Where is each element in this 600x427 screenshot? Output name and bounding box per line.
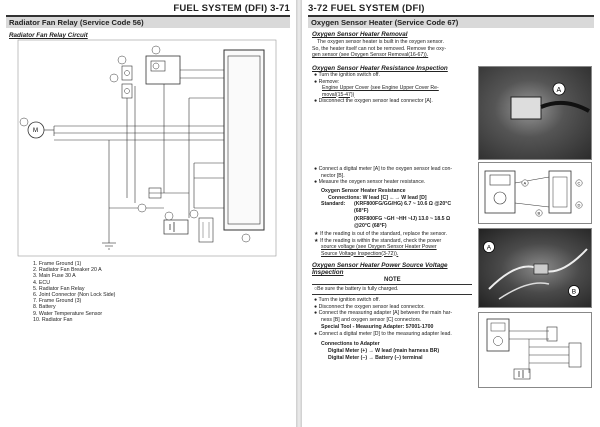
oxygen-sensor-connector-photo: A — [478, 66, 592, 160]
legend-item: 8. Battery — [33, 304, 56, 311]
radiator-fan-symbol: M — [27, 121, 54, 139]
bullet-item: ● Remove: — [314, 78, 340, 85]
header-rule — [6, 15, 290, 17]
legend-item: 3. Main Fuse 30 A — [33, 273, 76, 280]
spec-connections: Connections: W lead [C] ←→ W lead [D] — [328, 194, 427, 201]
bullet-text-cont: ness [B] and oxygen sensor [C] connector… — [321, 316, 422, 323]
cross-reference-link[interactable]: moval(15-47)) — [322, 91, 355, 98]
bullet-text: If the reading is out of the standard, r… — [320, 231, 447, 237]
svg-text:B: B — [572, 289, 576, 296]
bullet-text: Disconnect the oxygen sensor lead connec… — [318, 98, 433, 104]
bullet-item: ● Disconnect the oxygen sensor lead conn… — [314, 303, 425, 310]
cross-reference-link[interactable]: gen sensor (see Oxygen Sensor Removal(16… — [312, 52, 429, 58]
svg-text:A: A — [524, 181, 527, 186]
subsection-title: Oxygen Sensor Heater Removal — [312, 31, 408, 38]
bullet-item: ● Turn the ignition switch off. — [314, 72, 380, 78]
note-rule — [312, 294, 472, 295]
subsection-title: Oxygen Sensor Heater Resistance Inspecti… — [312, 65, 448, 72]
wiring-lines — [53, 69, 224, 218]
bullet-item: ● Measure the oxygen sensor heater resis… — [314, 179, 426, 185]
callout-numbers — [19, 45, 251, 243]
digital-meter-diagram: A B C D — [478, 162, 592, 224]
legend-item: 2. Radiator Fan Breaker 20 A — [33, 267, 102, 274]
note-title: NOTE — [384, 277, 401, 283]
section-title: Oxygen Sensor Heater (Service Code 67) — [308, 17, 594, 28]
legend-item: 6. Joint Connector (Non Lock Side) — [33, 292, 116, 299]
left-page: FUEL SYSTEM (DFI) 3-71 Radiator Fan Rela… — [0, 0, 296, 427]
legend-item: 1. Frame Ground (1) — [33, 261, 82, 267]
cross-reference-link[interactable]: source voltage (see Oxygen Sensor Heater… — [321, 244, 437, 250]
radiator-fan-relay-circuit-diagram: M — [17, 39, 277, 257]
subsection-title: Radiator Fan Relay Circuit — [9, 32, 88, 39]
special-tool: Special Tool - Measuring Adapter: 57001-… — [321, 324, 434, 330]
note-rule — [312, 284, 472, 285]
spec-standard-value: @20°C (68°F) — [354, 222, 387, 229]
legend-item: 5. Radiator Fan Relay — [33, 285, 85, 292]
connection-line: Digital Meter (+) → W lead (main harness… — [328, 348, 440, 354]
legend-list: 1. Frame Ground (1) 2. Radiator Fan Brea… — [33, 261, 115, 323]
paragraph-line: The oxygen sensor heater is built in the… — [317, 39, 444, 45]
bullet-text: Connect the measuring adapter [A] betwee… — [318, 310, 453, 316]
page-header: FUEL SYSTEM (DFI) 3-71 — [173, 3, 290, 14]
bullet-text: Turn the ignition switch off. — [318, 297, 380, 303]
bullet-item: ● Connect a digital meter [D] to the mea… — [314, 331, 452, 337]
subsection-title: Oxygen Sensor Heater Power Source Voltag… — [312, 262, 448, 269]
header-rule — [308, 15, 594, 17]
svg-text:A: A — [487, 245, 492, 252]
subsection-title: Inspection — [312, 269, 344, 276]
ecu-block — [223, 49, 265, 231]
power-source-wiring-diagram — [478, 312, 592, 388]
paragraph-line: So, the heater itself can not be removed… — [312, 45, 447, 52]
svg-text:D: D — [578, 203, 581, 208]
measuring-adapter-photo: A B — [478, 228, 592, 308]
page-header: 3-72 FUEL SYSTEM (DFI) — [308, 3, 425, 14]
bullet-item: ● Connect the measuring adapter [A] betw… — [314, 310, 453, 316]
section-title: Radiator Fan Relay (Service Code 56) — [6, 17, 290, 28]
water-temp-sensor-symbol — [148, 187, 162, 199]
bullet-text: If the reading is within the standard, c… — [320, 237, 442, 244]
bullet-item: ● Turn the ignition switch off. — [314, 297, 380, 303]
bullet-text: Measure the oxygen sensor heater resista… — [318, 179, 426, 185]
ground-symbols — [102, 208, 116, 250]
svg-text:M: M — [33, 128, 38, 134]
bullet-item: ● Disconnect the oxygen sensor lead conn… — [314, 98, 433, 104]
bullet-text-cont: nector [B]. — [321, 172, 345, 179]
bullet-item: ● Connect a digital meter [A] to the oxy… — [314, 166, 453, 172]
spec-standard-label: Standard: — [321, 201, 346, 207]
bullet-text: Disconnect the oxygen sensor lead connec… — [318, 303, 425, 310]
right-page: 3-72 FUEL SYSTEM (DFI) Oxygen Sensor Hea… — [302, 0, 600, 427]
spec-title: Oxygen Sensor Heater Resistance — [321, 188, 406, 194]
joint-connector-symbol — [198, 217, 214, 243]
note-text: ○Be sure the battery is fully charged. — [314, 286, 399, 292]
spec-standard-value: (KRF800FG/GG/HG) 6.7 ~ 10.6 Ω @20°C — [354, 201, 452, 207]
bullet-text: Remove: — [318, 78, 340, 85]
bullet-text: Turn the ignition switch off. — [318, 72, 380, 78]
battery-symbol — [163, 219, 189, 235]
svg-text:A: A — [557, 87, 562, 94]
spec-standard-value: (68°F) — [354, 207, 369, 214]
bullet-item: ★ If the reading is within the standard,… — [314, 237, 442, 244]
legend-item: 9. Water Temperature Sensor — [33, 310, 103, 317]
spec-standard-value: (KRF800FG ~GH ~HH ~IJ) 13.0 ~ 18.5 Ω — [354, 216, 451, 222]
binding-gutter — [296, 0, 302, 427]
legend-item: 7. Frame Ground (3) — [33, 298, 82, 305]
legend-item: 10. Radiator Fan — [33, 316, 73, 323]
bullet-text: Connect a digital meter [D] to the measu… — [318, 331, 452, 337]
bullet-text: Connect a digital meter [A] to the oxyge… — [318, 166, 453, 172]
cross-reference-link[interactable]: Source Voltage Inspection(3-72)). — [321, 250, 399, 257]
connection-line: Digital Meter (−) → Battery (−) terminal — [328, 355, 423, 361]
svg-text:B: B — [538, 211, 541, 216]
legend-item: 4. ECU — [33, 279, 51, 286]
cross-reference-link[interactable]: Engine Upper Cover (see Engine Upper Cov… — [322, 85, 439, 91]
bullet-item: ★ If the reading is out of the standard,… — [314, 231, 447, 237]
connections-title: Connections to Adapter — [321, 341, 380, 347]
svg-text:C: C — [578, 181, 581, 186]
